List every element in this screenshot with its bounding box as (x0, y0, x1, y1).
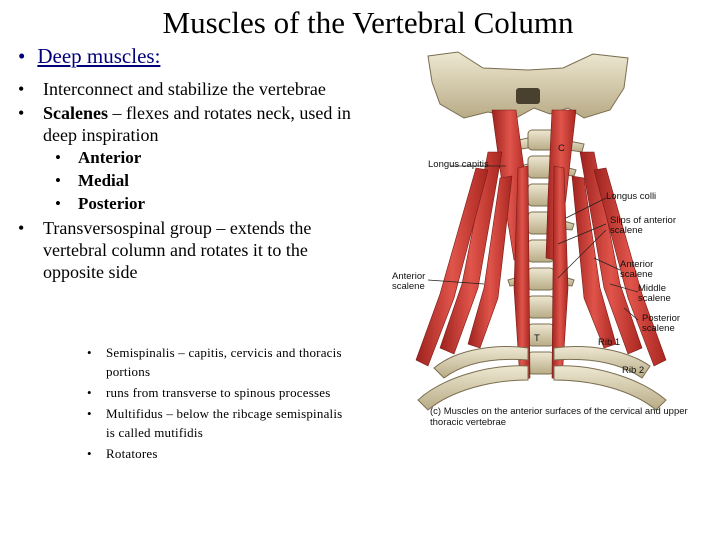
nested-bullet-text: Rotatores (106, 446, 158, 461)
nested-bullet-text: runs from transverse to spinous processe… (106, 385, 331, 400)
label-rib-2: Rib 2 (622, 365, 645, 376)
bullet-dot: • (55, 171, 61, 190)
longus-colli-muscle-right (551, 165, 569, 381)
bullet-dot: • (18, 44, 26, 68)
bullet-text: Transversospinal group – extends the ver… (43, 218, 312, 282)
bullet-dot: • (87, 385, 92, 400)
bullet-dot: • (18, 103, 25, 123)
foramen (516, 88, 540, 104)
bullet-dot: • (18, 218, 25, 238)
bullet-list: • Interconnect and stabilize the vertebr… (18, 78, 363, 283)
sub-bullet-item: • Posterior (18, 192, 363, 215)
figure-caption: (c) Muscles on the anterior surfaces of … (430, 406, 688, 428)
label-anterior-scalene-right: Anterior scalene (620, 259, 654, 280)
section-heading: • Deep muscles: (18, 44, 160, 69)
middle-scalene-left (439, 151, 503, 355)
bullet-dot: • (87, 406, 92, 421)
rib-2 (417, 365, 529, 411)
bullet-dot: • (87, 446, 92, 461)
sub-bullet-text: Posterior (78, 194, 146, 213)
bullet-dot: • (55, 148, 61, 167)
rib-2-right (553, 365, 667, 411)
nested-bullet-item: • Semispinalis – capitis, cervicis and t… (87, 343, 347, 381)
posterior-scalene-left (415, 167, 489, 367)
muscle-illustration (415, 51, 667, 411)
nested-bullet-item: • Multifidus – below the ribcage semispi… (87, 404, 347, 442)
label-c1: C (558, 143, 565, 154)
nested-bullet-item: • runs from transverse to spinous proces… (87, 383, 347, 402)
bullet-dot: • (87, 345, 92, 360)
label-posterior-scalene: Posterior scalene (642, 313, 681, 334)
bullet-dot: • (55, 194, 61, 213)
sub-bullet-item: • Medial (18, 169, 363, 192)
bullet-item: • Transversospinal group – extends the v… (18, 217, 363, 283)
sub-bullet-text: Anterior (78, 148, 142, 167)
bullet-dot: • (18, 79, 25, 99)
label-slips-of-anterior-scalene: Slips of anterior scalene (610, 215, 677, 236)
slide-title: Muscles of the Vertebral Column (162, 5, 574, 40)
nested-bullet-list: • Semispinalis – capitis, cervicis and t… (87, 343, 347, 465)
label-longus-colli: Longus colli (606, 191, 657, 202)
label-anterior-scalene-left: Anterior scalene (392, 271, 426, 292)
bullet-bold-text: Scalenes (43, 103, 108, 123)
nested-bullet-item: • Rotatores (87, 444, 347, 463)
label-middle-scalene: Middle scalene (638, 283, 671, 304)
section-heading-text: Deep muscles: (37, 44, 161, 68)
leader-lines (427, 165, 639, 321)
label-rib-1: Rib 1 (598, 337, 621, 348)
skull-base (427, 51, 629, 119)
anatomy-figure: Longus capitis Longus colli Slips of ant… (388, 48, 714, 440)
bullet-item: • Scalenes – flexes and rotates neck, us… (18, 102, 363, 146)
bullet-text: Interconnect and stabilize the vertebrae (43, 79, 326, 99)
anterior-scalene-left (467, 175, 513, 349)
bullet-text: – flexes and rotates neck, used in deep … (43, 103, 351, 145)
sub-bullet-item: • Anterior (18, 146, 363, 169)
nested-bullet-text: Semispinalis – capitis, cervicis and tho… (106, 345, 342, 379)
anterior-scalene-right (571, 175, 617, 349)
label-t1: T (534, 333, 540, 344)
bullet-item: • Interconnect and stabilize the vertebr… (18, 78, 363, 100)
sub-bullet-text: Medial (78, 171, 129, 190)
posterior-scalene-right (593, 167, 667, 367)
middle-scalene-right (579, 151, 643, 355)
rib-1 (433, 346, 529, 379)
nested-bullet-text: Multifidus – below the ribcage semispina… (106, 406, 343, 440)
rib-1-right (553, 346, 651, 379)
label-longus-capitis: Longus capitis (428, 159, 489, 170)
